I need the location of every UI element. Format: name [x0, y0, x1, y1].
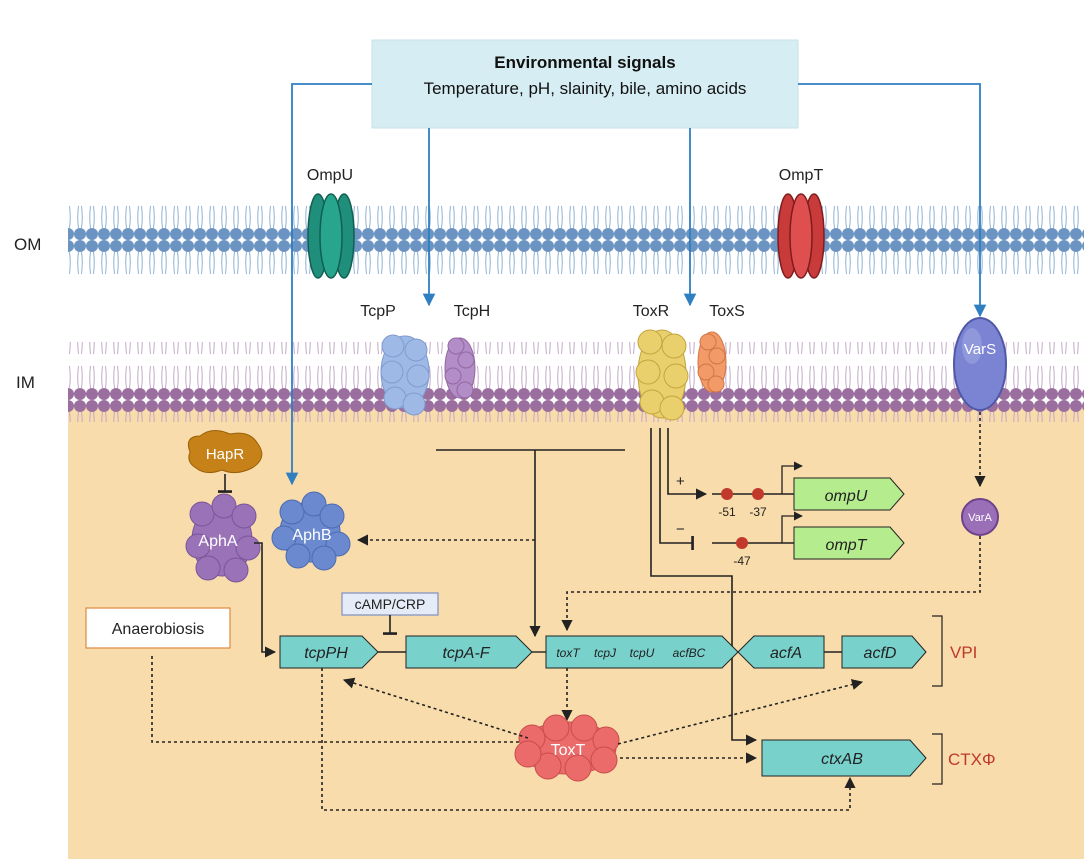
ompu-porin: [307, 193, 355, 279]
hapr-protein: [187, 430, 263, 474]
toxr-represses-ompt: [659, 428, 694, 550]
ctxab-gene-label: ctxAB: [821, 751, 863, 768]
ompu-porin-label: OmpU: [307, 167, 353, 184]
acfd-gene-label: acfD: [864, 645, 897, 662]
tcpj-gene-label: tcpJ: [594, 646, 617, 660]
toxr-label: ToxR: [633, 303, 669, 320]
signal-arrows: [285, 83, 987, 486]
apha-protein: [185, 493, 261, 583]
vpi-bracket: [932, 615, 943, 687]
ctx-bracket: [932, 733, 943, 785]
anaerobiosis-dotted-line: [151, 656, 520, 743]
toxr-protein: [635, 329, 689, 421]
toxr-to-ctxab-arrow: [650, 428, 758, 746]
tcpph-to-ctxab-arrow: [321, 668, 856, 811]
activation-sign: +: [676, 473, 685, 490]
aph-to-tcpph-arrow: [254, 542, 277, 658]
inner-membrane: [68, 342, 1084, 422]
ompt-site-1-label: -47: [733, 554, 751, 568]
repression-sign: −: [676, 521, 685, 538]
toxr-activates-ompu: [667, 428, 708, 500]
ompu-gene-label: ompU: [825, 488, 868, 505]
tcpp-label: TcpP: [360, 303, 396, 320]
acfd-gene[interactable]: [841, 635, 927, 669]
vars-highlight: [962, 328, 982, 364]
ompu-gene: [793, 477, 905, 511]
aphb-label: AphB: [292, 527, 331, 544]
ompt-site-1: [736, 537, 748, 549]
tcph-label: TcpH: [454, 303, 490, 320]
im-label: IM: [16, 373, 35, 392]
environmental-signals-box: [371, 39, 799, 129]
ompt-porin-label: OmpT: [779, 167, 824, 184]
vara-label: VarA: [968, 512, 992, 524]
signals-subtitle: Temperature, pH, slainity, bile, amino a…: [424, 79, 747, 98]
ctx-label: CTXΦ: [948, 750, 996, 769]
toxs-protein: [697, 331, 727, 393]
ctxab-gene[interactable]: [761, 739, 927, 777]
signals-title: Environmental signals: [494, 53, 675, 72]
ompu-site-1-label: -51: [718, 505, 736, 519]
tcpph-gene-label: tcpPH: [304, 645, 348, 662]
vara-protein: [961, 498, 999, 536]
tcpaf-gene-label: tcpA-F: [442, 645, 490, 662]
ompt-gene-label: ompT: [826, 537, 868, 554]
ompu-site-2-label: -37: [749, 505, 767, 519]
anaerobiosis-box[interactable]: [85, 607, 231, 649]
tcpu-gene-label: tcpU: [630, 646, 655, 660]
camp-crp-label: cAMP/CRP: [355, 596, 426, 612]
outer-membrane: [68, 206, 1084, 286]
apha-label: AphA: [198, 533, 237, 550]
acfa-gene[interactable]: [737, 635, 825, 669]
om-label: OM: [14, 235, 41, 254]
acfbc-gene-label: acfBC: [673, 646, 706, 660]
toxt-operon-gene[interactable]: [545, 635, 739, 669]
tcpaf-gene[interactable]: [405, 635, 533, 669]
hapr-label: HapR: [206, 446, 245, 463]
ompt-porin: [777, 193, 825, 279]
vara-to-toxt-arrow: [561, 536, 981, 632]
ompu-site-2: [752, 488, 764, 500]
vars-protein: [953, 317, 1007, 411]
tcpph-gene[interactable]: [279, 635, 379, 669]
vpi-label: VPI: [950, 643, 977, 662]
tcpp-protein: [380, 334, 430, 416]
aphb-protein: [271, 491, 351, 571]
tcph-protein: [444, 337, 476, 399]
toxt-to-tcpph-arrow: [342, 677, 529, 739]
toxt-label: ToxT: [551, 742, 586, 759]
toxt-protein: [514, 714, 620, 782]
ompu-tss-arrow: [781, 461, 803, 494]
ompu-site-1: [721, 488, 733, 500]
anaerobiosis-label: Anaerobiosis: [112, 621, 205, 638]
toxt-gene-label: toxT: [556, 646, 581, 660]
acfa-gene-label: acfA: [770, 645, 802, 662]
cytoplasm-region: [68, 405, 1084, 859]
vars-label: VarS: [964, 341, 996, 358]
ompt-tss-arrow: [781, 511, 803, 543]
ompt-gene: [793, 526, 905, 560]
toxs-label: ToxS: [709, 303, 745, 320]
